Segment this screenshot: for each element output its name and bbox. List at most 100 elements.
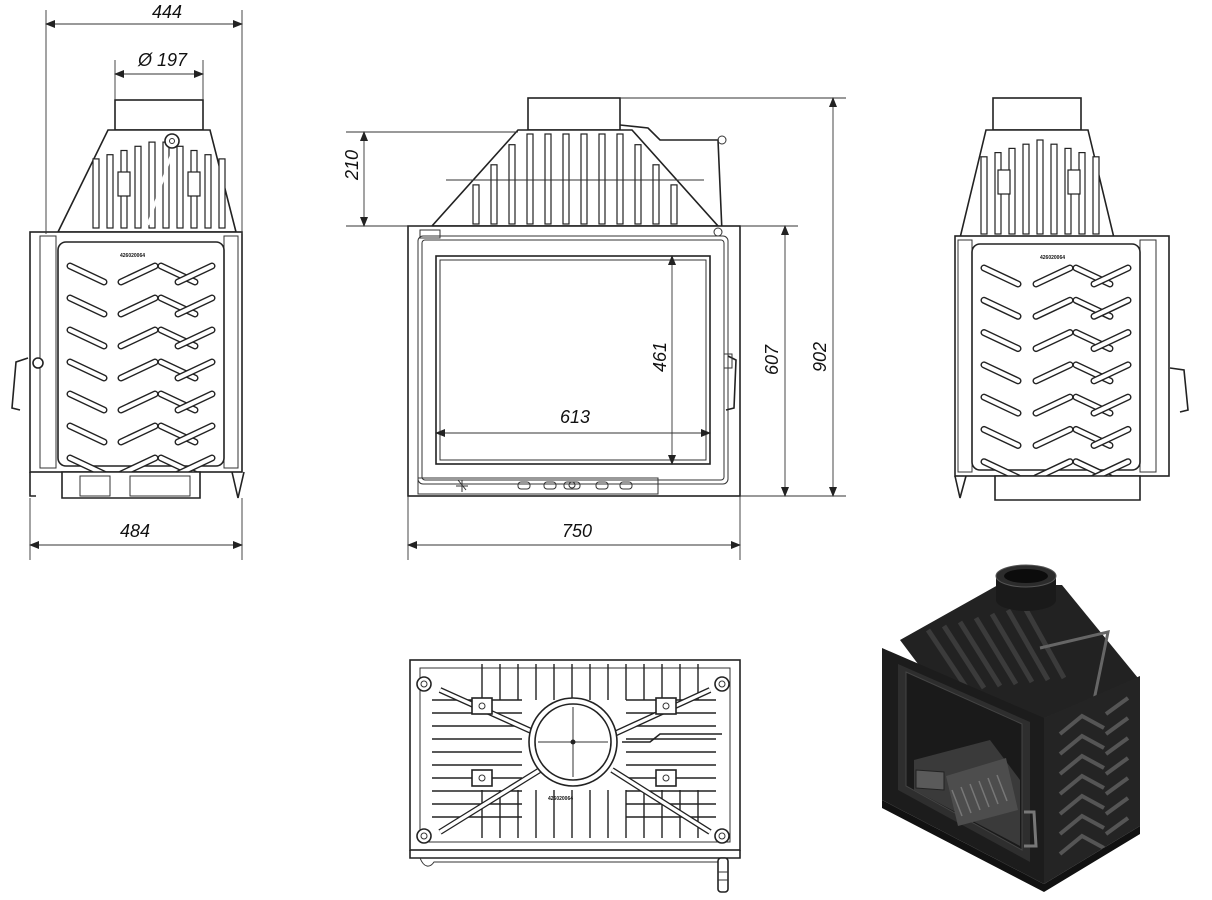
hood-rib [544, 133, 552, 225]
render-vent [1104, 716, 1130, 736]
hood-rib [148, 141, 156, 229]
render-rib [989, 612, 1035, 684]
flue-collar [527, 97, 621, 131]
grate-bar [987, 777, 999, 805]
cooling-fins [432, 664, 716, 838]
flue-collar [114, 99, 204, 131]
vent-slot-inner [175, 295, 215, 317]
vent-slot-inner [981, 330, 1021, 351]
left-side-view: 426020064 444 Ø 197 484 [11, 2, 245, 560]
render-vent [1104, 796, 1130, 816]
vent-slot-inner [175, 359, 215, 381]
vent-slot-inner [67, 423, 107, 445]
dim-total-height: 902 [810, 342, 830, 372]
hood-clip [1067, 169, 1081, 195]
render-vent [1058, 733, 1105, 756]
vent-slot-inner [175, 263, 215, 285]
render-vent [1104, 736, 1130, 756]
grate-bar [951, 789, 963, 817]
plate-code-right: 426020064 [1040, 255, 1065, 261]
hood-rib [106, 154, 114, 229]
hood-rib [1022, 143, 1030, 235]
vent-slot-inner [118, 423, 158, 445]
render-vent [1104, 776, 1130, 796]
hood-rib [1036, 139, 1044, 235]
render-vent [1104, 756, 1130, 776]
render-vent [1058, 713, 1105, 736]
vent-slot-inner [175, 391, 215, 413]
vent-slot-inner [1091, 330, 1131, 351]
vent-slot-inner [1091, 265, 1131, 287]
vent-slot-inner [981, 459, 1021, 480]
hood-rib [526, 133, 534, 225]
hood-rib [598, 133, 606, 225]
vent-slot-inner [67, 295, 107, 317]
vent-slot-inner [1091, 298, 1131, 319]
render-vent [1058, 773, 1105, 796]
hood-ribs [92, 141, 226, 229]
flue-collar [992, 97, 1082, 131]
vent-slot-inner [1033, 330, 1073, 351]
vent-slot-inner [175, 327, 215, 349]
vent-slot-inner [1033, 427, 1073, 448]
hood-rib [176, 145, 184, 229]
plate-code-top: 426020064 [548, 796, 573, 802]
render-rib [1021, 604, 1067, 680]
damper-pivot-icon [164, 133, 180, 149]
front-body [407, 225, 741, 497]
vent-slot-inner [981, 395, 1021, 416]
hood-rib [508, 144, 516, 225]
hood-rib [980, 156, 988, 235]
vent-slot-inner [981, 427, 1021, 448]
top-view: 426020064 [409, 659, 741, 893]
vent-slot-inner [1091, 362, 1131, 383]
hood-rib [218, 158, 226, 229]
dim-glass-width: 613 [560, 407, 590, 427]
dim-front-width: 750 [562, 521, 592, 541]
vent-slot-inner [118, 295, 158, 317]
vent-slot-inner [118, 359, 158, 381]
plate-code-left: 426020064 [120, 253, 145, 259]
vent-slot-inner [67, 263, 107, 285]
vent-slot-inner [118, 327, 158, 349]
vent-slot-inner [118, 263, 158, 285]
vent-slot-inner [1033, 362, 1073, 383]
mount-lugs [471, 697, 677, 787]
corner-bolts [416, 676, 730, 844]
hood-rib [1092, 156, 1100, 235]
render-rib [1005, 608, 1051, 682]
vent-slot-inner [981, 362, 1021, 383]
grate-bar [969, 783, 981, 811]
hood-rib [472, 184, 480, 225]
vent-slot-inner [1033, 265, 1073, 287]
air-control-slots [517, 481, 633, 490]
render-vent [1104, 816, 1130, 836]
dim-top-height: 210 [342, 150, 362, 181]
grate-bar [960, 786, 972, 814]
hood-rib [490, 164, 498, 225]
dim-side-width: 484 [120, 521, 150, 541]
vent-slot-inner [1091, 395, 1131, 416]
render-vent [1058, 753, 1105, 776]
hood-clip [117, 171, 131, 197]
right-side-view: 426020064 [954, 97, 1189, 501]
vent-slot-inner [981, 298, 1021, 319]
vent-slot-inner [1033, 459, 1073, 480]
render-vent [1104, 696, 1130, 716]
hood-rib [670, 184, 678, 225]
hood-rib [1050, 143, 1058, 235]
vent-slot-inner [175, 423, 215, 445]
render-vent [1058, 793, 1105, 816]
chevron-pattern [66, 262, 216, 478]
hood-rib [162, 141, 170, 229]
hood-ribs [980, 139, 1100, 235]
hood-rib [634, 144, 642, 225]
vent-slot-inner [981, 265, 1021, 287]
dim-side-depth: 444 [152, 2, 182, 22]
render-rib [941, 624, 987, 690]
grate-bar [978, 780, 990, 808]
front-view: 210 750 613 461 607 902 [342, 97, 846, 560]
dim-body-height: 607 [762, 344, 782, 375]
hood-clip [997, 169, 1011, 195]
